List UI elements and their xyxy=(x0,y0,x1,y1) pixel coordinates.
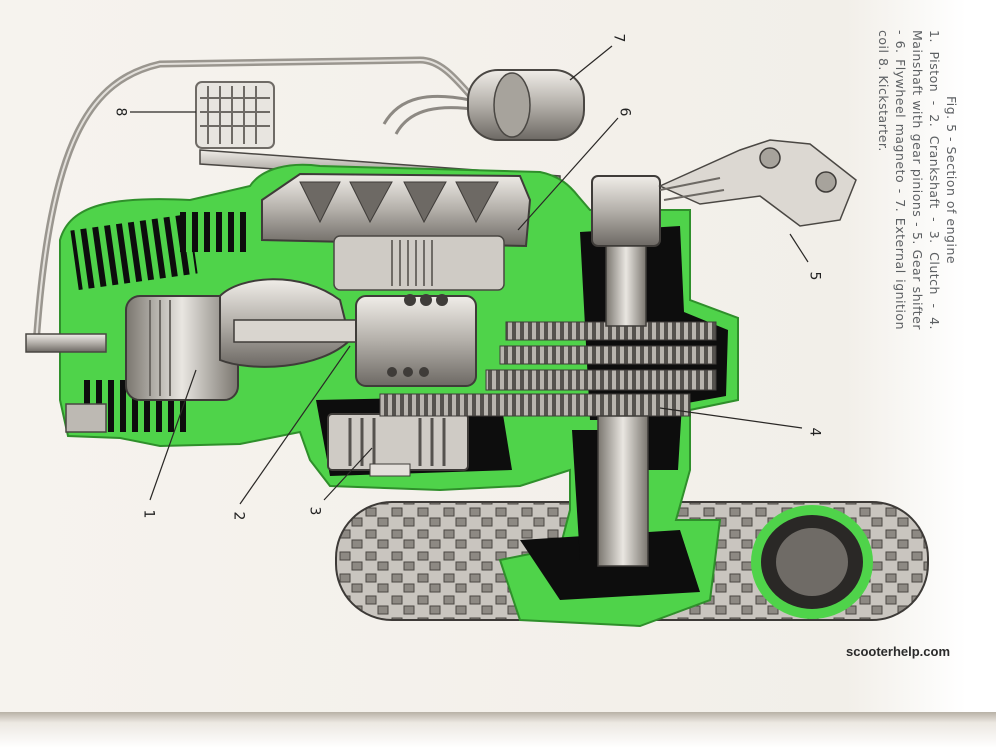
spark-plug xyxy=(25,333,107,433)
callout-7-ignition-coil: 7 xyxy=(610,33,627,43)
callout-3-clutch: 3 xyxy=(306,506,323,516)
callout-2-crankshaft: 2 xyxy=(230,511,247,521)
figure-caption: Fig. 5 - Section of engine 1. Piston - 2… xyxy=(875,30,960,330)
crankshaft xyxy=(355,294,477,387)
leader-lines xyxy=(130,45,809,505)
mainshaft-gears xyxy=(379,321,717,567)
gear-shifter xyxy=(591,139,857,327)
figure-title: Fig. 5 - Section of engine xyxy=(944,95,959,265)
callout-6-flywheel: 6 xyxy=(616,107,633,117)
callout-4-mainshaft: 4 xyxy=(806,427,823,437)
callout-8-kickstarter: 8 xyxy=(112,107,129,117)
piston xyxy=(125,295,239,401)
clutch xyxy=(327,413,469,477)
connecting-rod xyxy=(219,278,365,368)
flywheel-magneto xyxy=(261,172,532,291)
watermark-text: scooterhelp.com xyxy=(846,644,951,659)
page-edge xyxy=(0,712,996,748)
callout-1-piston: 1 xyxy=(140,509,157,519)
callout-5-gear-shifter: 5 xyxy=(806,271,823,281)
figure-legend: 1. Piston - 2. Crankshaft - 3. Clutch - … xyxy=(876,30,942,330)
ignition-coil xyxy=(382,69,585,141)
